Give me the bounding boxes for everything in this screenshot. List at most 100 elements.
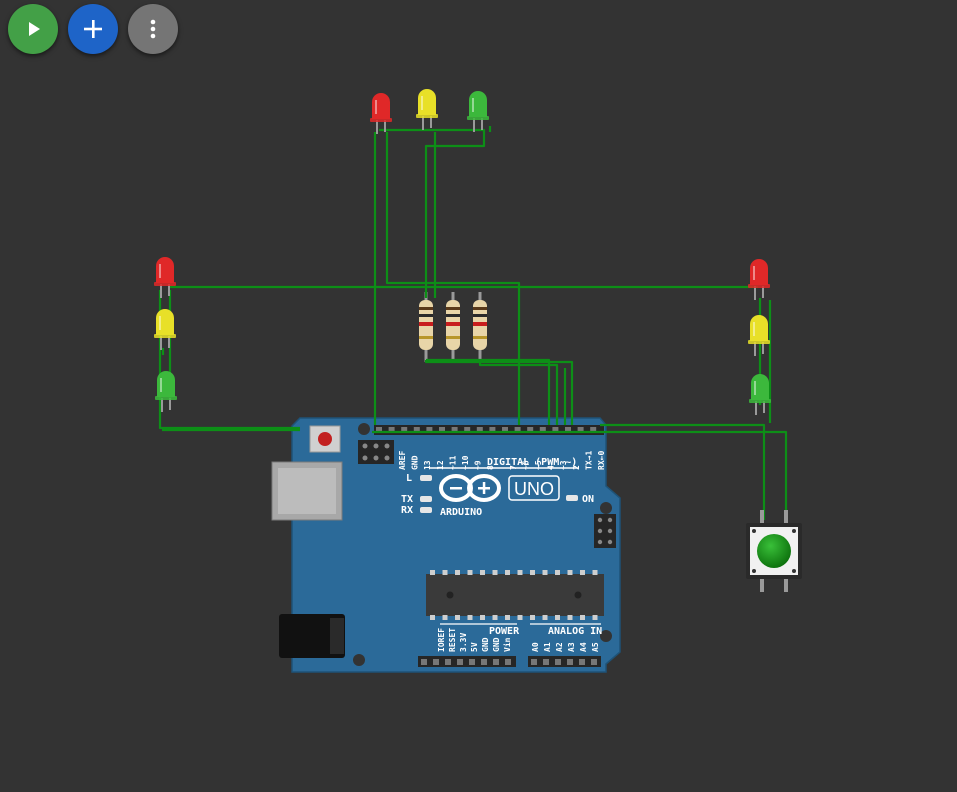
- wire: [158, 290, 300, 430]
- brand-label: ARDUINO: [440, 507, 482, 518]
- more-vertical-icon: [150, 19, 156, 39]
- power-pin-label: Vin: [502, 637, 512, 652]
- tx-led-label: TX: [401, 494, 413, 505]
- model-label: UNO: [514, 479, 554, 499]
- header-hole: [464, 427, 471, 433]
- header-hole: [439, 427, 445, 433]
- rx-led: [420, 507, 432, 513]
- power-label: POWER: [489, 626, 520, 637]
- header-hole: [401, 427, 408, 433]
- run-simulation-button[interactable]: [8, 4, 58, 54]
- wire: [600, 423, 766, 520]
- yellow-led[interactable]: [154, 309, 176, 350]
- mounting-hole: [600, 502, 612, 514]
- on-led-label: ON: [582, 494, 594, 505]
- on-led: [566, 495, 578, 501]
- uno-badge: [508, 475, 560, 501]
- analog-pin-label: A1: [543, 642, 552, 652]
- digital-pin-label: ~3: [559, 460, 568, 470]
- icsp-header-top: [358, 440, 394, 464]
- header-hole: [376, 427, 382, 433]
- yellow-led[interactable]: [416, 89, 438, 130]
- header-hole: [476, 427, 483, 433]
- more-options-button[interactable]: [128, 4, 178, 54]
- mounting-hole: [353, 654, 365, 666]
- power-pin-label: GND: [492, 637, 501, 652]
- rx-led-label: RX: [401, 505, 413, 516]
- reset-button[interactable]: [318, 432, 332, 446]
- digital-pin-label: GND: [411, 455, 420, 470]
- analog-header: [528, 656, 601, 667]
- plus-icon: [84, 20, 102, 38]
- green-led[interactable]: [749, 374, 771, 415]
- play-icon: [29, 22, 40, 36]
- header-hole: [388, 427, 395, 433]
- digital-pin-label: TX→1: [584, 451, 593, 470]
- power-pin-label: IOREF: [437, 628, 446, 652]
- pushbutton[interactable]: [746, 510, 802, 592]
- header-hole: [552, 427, 559, 433]
- usb-connector: [271, 461, 343, 521]
- header-hole: [577, 427, 584, 433]
- digital-label: DIGITAL (PWM ~): [487, 457, 577, 468]
- led-group: [154, 89, 771, 415]
- digital-pin-label: RX←0: [597, 451, 606, 470]
- wire: [426, 358, 551, 425]
- header-hole: [514, 427, 521, 433]
- pushbutton-cap[interactable]: [757, 534, 791, 568]
- digital-pin-label: ~10: [461, 455, 470, 470]
- yellow-led[interactable]: [748, 315, 770, 356]
- atmega-chip: [426, 570, 604, 620]
- power-pin-label: 3.3V: [459, 633, 468, 652]
- analog-pin-label: A3: [567, 642, 576, 652]
- l-led-label: L: [406, 473, 412, 484]
- red-led[interactable]: [370, 93, 392, 134]
- header-hole: [502, 427, 508, 433]
- power-pin-label: RESET: [448, 628, 457, 652]
- l-led: [420, 475, 432, 481]
- wire: [379, 128, 486, 298]
- analog-pin-label: A4: [579, 642, 588, 652]
- wire: [385, 132, 521, 425]
- wire: [424, 360, 574, 425]
- green-led[interactable]: [155, 371, 177, 412]
- header-hole: [527, 427, 534, 433]
- add-part-button[interactable]: [68, 4, 118, 54]
- digital-header: [374, 425, 604, 435]
- analog-pin-label: A5: [591, 642, 600, 652]
- resistor[interactable]: [446, 292, 460, 362]
- icsp-header-right: [594, 514, 616, 548]
- header-hole: [451, 427, 458, 433]
- power-header: [418, 656, 516, 667]
- red-led[interactable]: [748, 259, 770, 300]
- digital-pin-label: ~5: [534, 460, 543, 470]
- digital-pin-label: ~6: [521, 460, 530, 470]
- analog-pin-label: A2: [555, 642, 564, 652]
- resistor[interactable]: [473, 292, 487, 362]
- power-jack: [279, 614, 345, 658]
- red-led[interactable]: [154, 257, 176, 298]
- header-hole: [565, 427, 571, 433]
- header-hole: [489, 427, 496, 433]
- mounting-hole: [600, 630, 612, 642]
- header-hole: [590, 427, 597, 433]
- arduino-logo: [439, 474, 501, 502]
- digital-pin-label: AREF: [398, 451, 407, 470]
- resistor[interactable]: [419, 292, 433, 362]
- green-led[interactable]: [467, 91, 489, 132]
- mounting-hole: [358, 423, 370, 435]
- tx-led: [420, 496, 432, 502]
- digital-pin-label: 13: [423, 460, 432, 470]
- digital-pin-label: ~11: [448, 455, 457, 470]
- analog-pin-label: A0: [531, 642, 540, 652]
- resistor-group: [419, 292, 487, 362]
- power-pin-label: 5V: [470, 642, 479, 652]
- power-pin-label: GND: [481, 637, 490, 652]
- digital-pin-label: 12: [436, 460, 445, 470]
- header-hole: [539, 427, 546, 433]
